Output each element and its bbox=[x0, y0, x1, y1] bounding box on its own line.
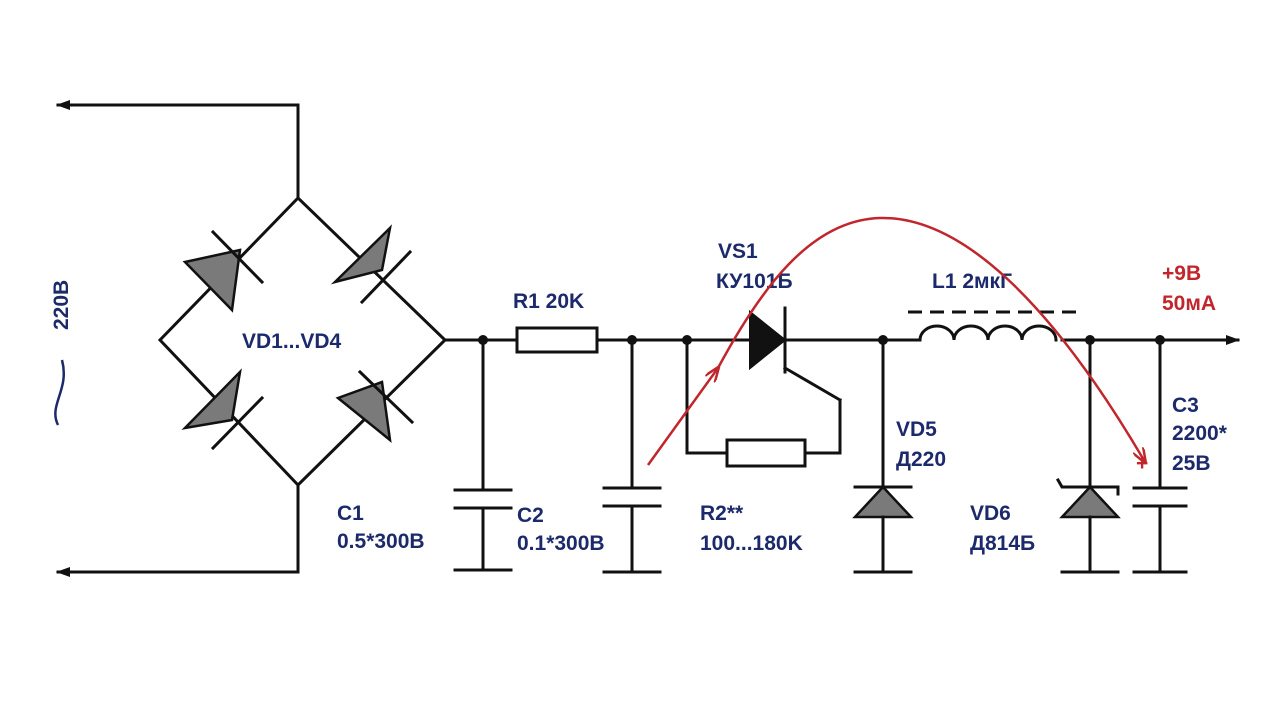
flow-arrow-arc-icon bbox=[716, 216, 1145, 462]
source-voltage-label: 220В bbox=[50, 280, 73, 330]
capacitor-c2 bbox=[602, 338, 662, 574]
ac-tilde-icon bbox=[54, 359, 65, 426]
bridge-diode-vd4 bbox=[335, 369, 415, 443]
c2-name-label: C2 bbox=[517, 504, 544, 527]
vs1-type-label: КУ101Б bbox=[716, 270, 793, 293]
c2-value-label: 0.1*300В bbox=[517, 532, 605, 555]
diode-bridge: VD1...VD4 bbox=[157, 195, 448, 488]
vd6-name-label: VD6 bbox=[970, 502, 1011, 525]
resistor-r2 bbox=[685, 338, 842, 468]
current-flow-arrows bbox=[646, 216, 1145, 466]
zener-diode-vd6 bbox=[1055, 338, 1121, 574]
main-bus bbox=[443, 335, 1240, 345]
thyristor-vs1 bbox=[749, 306, 843, 455]
source-label-group: 220В bbox=[50, 280, 73, 426]
l1-label: L1 2мкГ bbox=[932, 270, 1012, 293]
inductor-l1 bbox=[908, 310, 1080, 342]
ac-input-wires bbox=[56, 100, 300, 577]
resistor-r1 bbox=[515, 326, 599, 354]
bridge-diode-vd1 bbox=[182, 229, 265, 313]
r2-value-label: 100...180K bbox=[700, 532, 803, 555]
c1-name-label: C1 bbox=[337, 502, 364, 525]
capacitor-c1 bbox=[453, 338, 513, 572]
r1-label: R1 20K bbox=[513, 290, 584, 313]
c3-voltage-label: 25В bbox=[1172, 452, 1211, 475]
diode-vd5 bbox=[852, 338, 914, 574]
bridge-diode-vd2 bbox=[330, 224, 413, 305]
vd5-type-label: Д220 bbox=[896, 448, 946, 471]
flow-arrow-up-icon bbox=[646, 368, 718, 466]
vs1-name-label: VS1 bbox=[718, 240, 758, 263]
c1-value-label: 0.5*300В bbox=[337, 530, 425, 553]
vd6-type-label: Д814Б bbox=[970, 532, 1035, 555]
c3-value-label: 2200* bbox=[1172, 422, 1228, 445]
vd5-name-label: VD5 bbox=[896, 418, 937, 441]
output-current-label: 50мА bbox=[1162, 292, 1216, 315]
r2-name-label: R2** bbox=[700, 502, 744, 525]
capacitor-c3 bbox=[1132, 338, 1188, 574]
output-voltage-label: +9В bbox=[1162, 262, 1201, 285]
bridge-diode-vd3 bbox=[181, 368, 265, 451]
bridge-label: VD1...VD4 bbox=[242, 330, 342, 353]
c3-name-label: C3 bbox=[1172, 394, 1199, 417]
